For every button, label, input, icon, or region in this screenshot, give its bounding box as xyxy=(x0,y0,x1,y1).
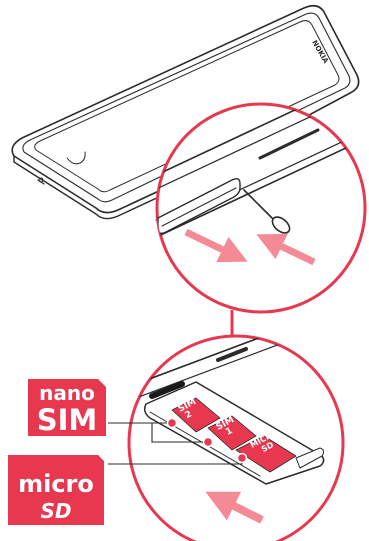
nano-sim-badge-line1: nano xyxy=(39,381,95,405)
sim2-pointer-dot xyxy=(168,419,177,428)
micro-sd-badge-line1: micro xyxy=(18,470,94,498)
micro-sd-badge: micro SD xyxy=(8,455,104,525)
phone-brand-label: NOKIA xyxy=(310,39,330,65)
top-zoom-circle xyxy=(150,70,369,312)
microsd-pointer-dot xyxy=(238,454,247,463)
nano-sim-badge: nano SIM xyxy=(28,379,106,437)
micro-sd-badge-line2: SD xyxy=(40,499,71,523)
nano-sim-badge-line2: SIM xyxy=(37,403,98,437)
bottom-zoom-circle: SIM 2 SIM 1 MICRO SD xyxy=(120,300,360,541)
sim1-pointer-dot xyxy=(204,438,213,447)
